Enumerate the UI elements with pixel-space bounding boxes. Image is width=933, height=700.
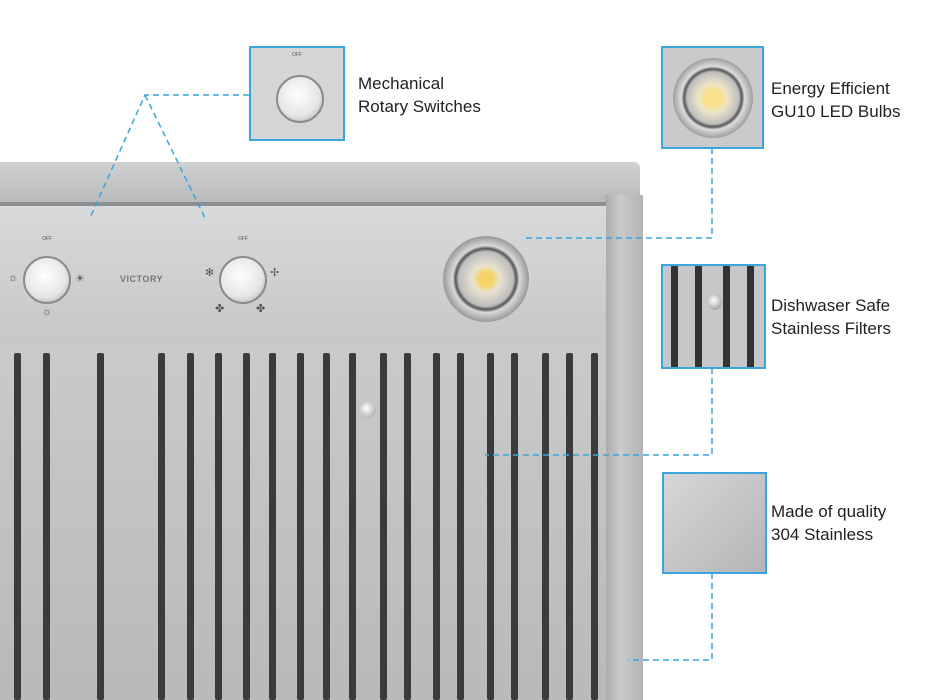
hood-top-band bbox=[0, 162, 640, 202]
filter-slot bbox=[97, 353, 104, 700]
fan-knob[interactable] bbox=[219, 256, 267, 304]
led-callout-line bbox=[525, 148, 713, 239]
led-closeup bbox=[673, 58, 753, 138]
switch-detail-image: OFF bbox=[249, 46, 345, 141]
fan-speed-1-icon: ✻ bbox=[205, 267, 215, 279]
filter-slot bbox=[215, 353, 222, 700]
filters-callout-line bbox=[485, 368, 713, 456]
baffle-filters bbox=[0, 345, 606, 700]
filter-slot bbox=[487, 353, 494, 700]
filter-slot bbox=[297, 353, 304, 700]
light-low-icon: ☼ bbox=[8, 272, 19, 284]
filter-slot bbox=[404, 353, 411, 700]
light-high-icon: ☀ bbox=[75, 273, 85, 285]
knob-closeup bbox=[276, 75, 324, 123]
filter-slot bbox=[243, 353, 250, 700]
filter-slot bbox=[323, 353, 330, 700]
filter-detail-image bbox=[661, 264, 766, 369]
fan-speed-4-icon: ✤ bbox=[256, 303, 266, 315]
stainless-callout-line bbox=[628, 573, 713, 661]
filter-slot bbox=[433, 353, 440, 700]
filter-slot bbox=[269, 353, 276, 700]
filter-slot bbox=[43, 353, 50, 700]
hood-side-panel bbox=[605, 195, 643, 700]
filter-slot bbox=[349, 353, 356, 700]
fan-speed-2-icon: ✢ bbox=[270, 267, 280, 279]
filter-slot bbox=[591, 353, 598, 700]
fan-speed-3-icon: ✤ bbox=[215, 303, 225, 315]
filter-slot bbox=[14, 353, 21, 700]
filter-slot bbox=[380, 353, 387, 700]
brand-logo: VICTORY bbox=[120, 274, 164, 284]
filter-slot bbox=[542, 353, 549, 700]
switches-callout-line bbox=[89, 94, 249, 219]
led-detail-image bbox=[661, 46, 764, 149]
filter-slot bbox=[511, 353, 518, 700]
off-label: OFF bbox=[42, 236, 52, 242]
filter-slot bbox=[457, 353, 464, 700]
off-label: OFF bbox=[238, 236, 248, 242]
filter-slot bbox=[158, 353, 165, 700]
filter-handle[interactable] bbox=[360, 402, 376, 418]
light-mid-icon: ☼ bbox=[42, 306, 53, 318]
led-light bbox=[443, 236, 529, 322]
filter-slot bbox=[566, 353, 573, 700]
off-label: OFF bbox=[292, 52, 302, 58]
light-knob[interactable] bbox=[23, 256, 71, 304]
filter-slot bbox=[187, 353, 194, 700]
stainless-detail-image bbox=[662, 472, 767, 574]
control-panel: OFF ☼ ☀ ☼ VICTORY OFF ✻ ✢ ✤ ✤ bbox=[0, 202, 606, 345]
